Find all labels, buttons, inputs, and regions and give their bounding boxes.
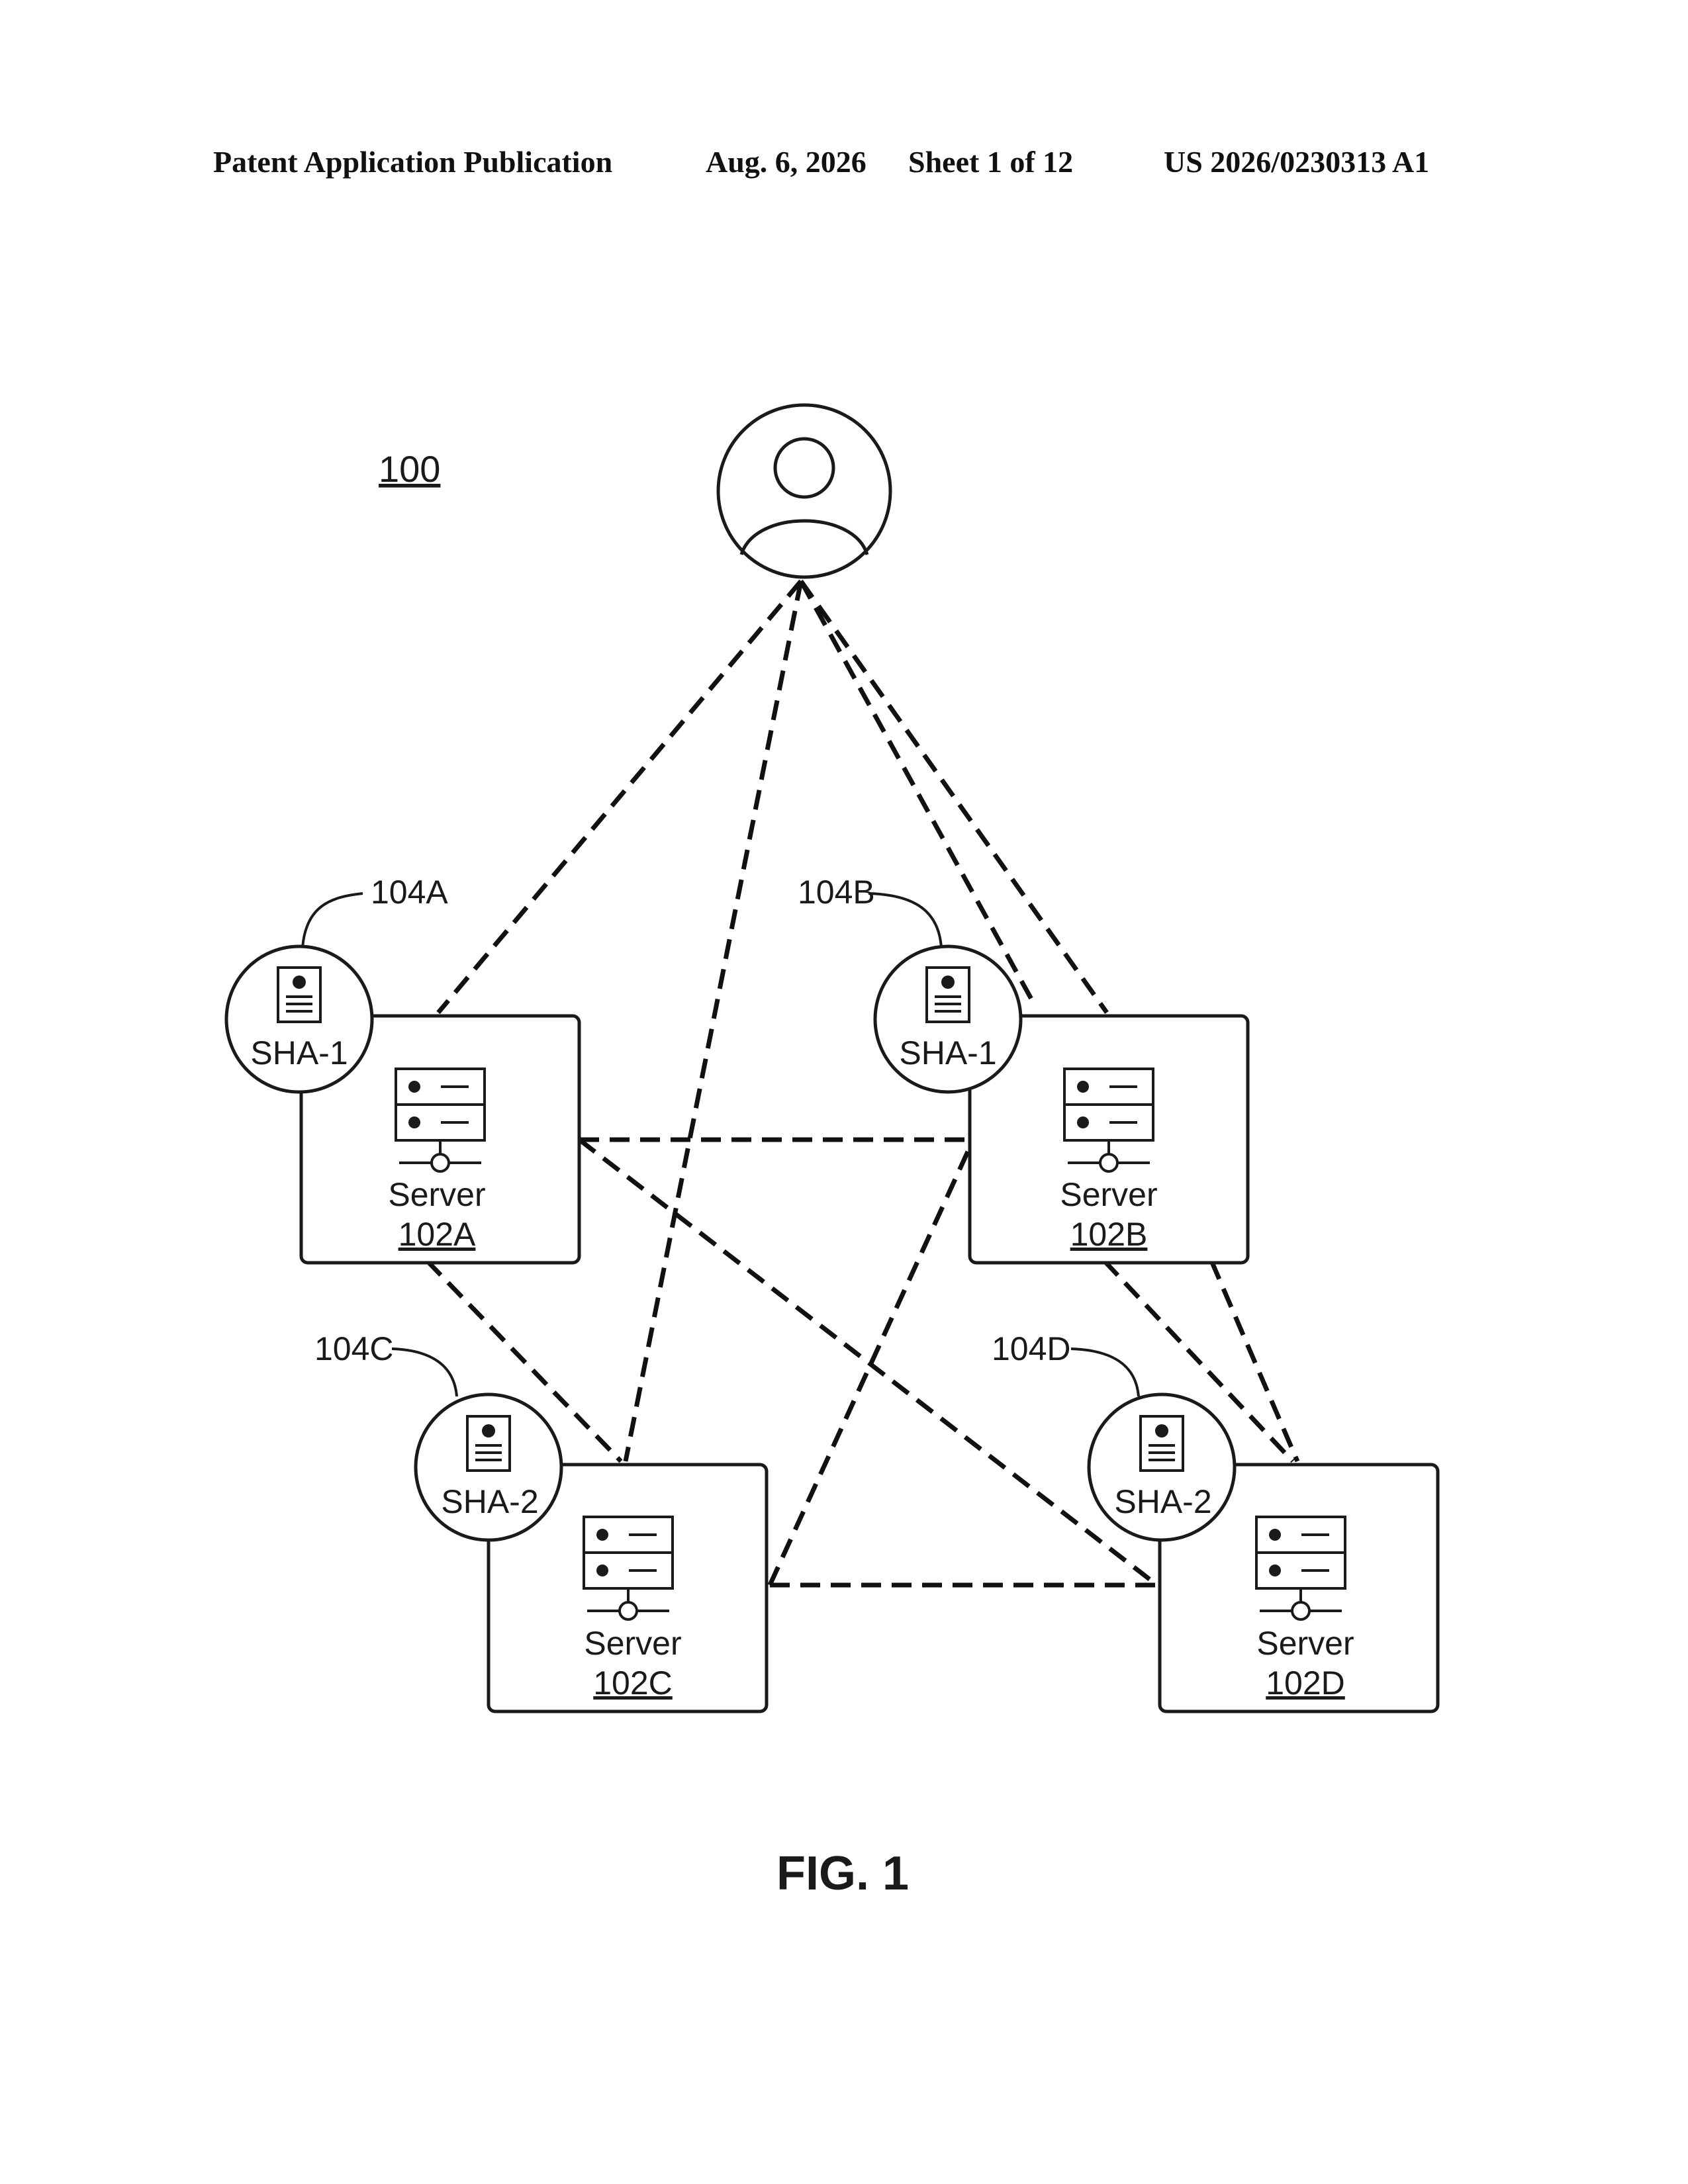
server-label: Server xyxy=(1060,1176,1157,1213)
document-icon xyxy=(927,968,969,1022)
server-reference: 102B xyxy=(1070,1216,1148,1253)
agent-reference: 104B xyxy=(798,874,875,911)
leader-line xyxy=(1071,1349,1139,1396)
user-avatar-icon xyxy=(718,405,890,577)
document-icon xyxy=(467,1416,510,1471)
figure-caption: FIG. 1 xyxy=(776,1847,909,1900)
document-icon xyxy=(1141,1416,1183,1471)
server-reference: 102A xyxy=(399,1216,476,1253)
agent-label: SHA-1 xyxy=(899,1034,996,1071)
agent-104b: 104B SHA-1 xyxy=(798,874,1021,1092)
agent-label: SHA-2 xyxy=(1114,1483,1211,1520)
agent-label: SHA-2 xyxy=(441,1483,538,1520)
leader-line xyxy=(392,1349,457,1396)
leader-line xyxy=(303,893,363,948)
agent-reference: 104C xyxy=(314,1330,394,1367)
agent-reference: 104D xyxy=(992,1330,1071,1367)
connection-user-102a xyxy=(438,581,801,1013)
leader-line xyxy=(868,893,941,948)
system-reference: 100 xyxy=(379,448,440,490)
connection-user-102c xyxy=(626,581,801,1461)
server-label: Server xyxy=(388,1176,485,1213)
server-label: Server xyxy=(1256,1625,1354,1662)
document-icon xyxy=(278,968,320,1022)
server-label: Server xyxy=(584,1625,681,1662)
connection-102b-102c xyxy=(770,1152,968,1585)
server-reference: 102D xyxy=(1266,1664,1345,1702)
server-reference: 102C xyxy=(593,1664,673,1702)
connection-user-102b xyxy=(801,581,1033,1001)
agent-reference: 104A xyxy=(371,874,448,911)
agent-label: SHA-1 xyxy=(250,1034,348,1071)
